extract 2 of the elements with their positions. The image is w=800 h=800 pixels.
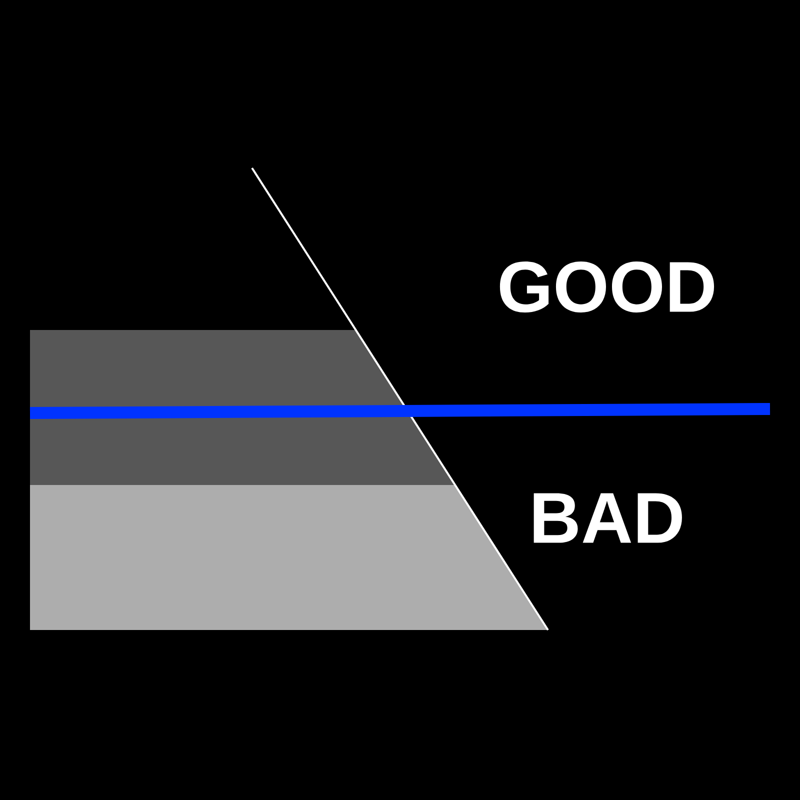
- label-text: BAD: [534, 493, 682, 543]
- label-text: GOOD: [500, 262, 714, 312]
